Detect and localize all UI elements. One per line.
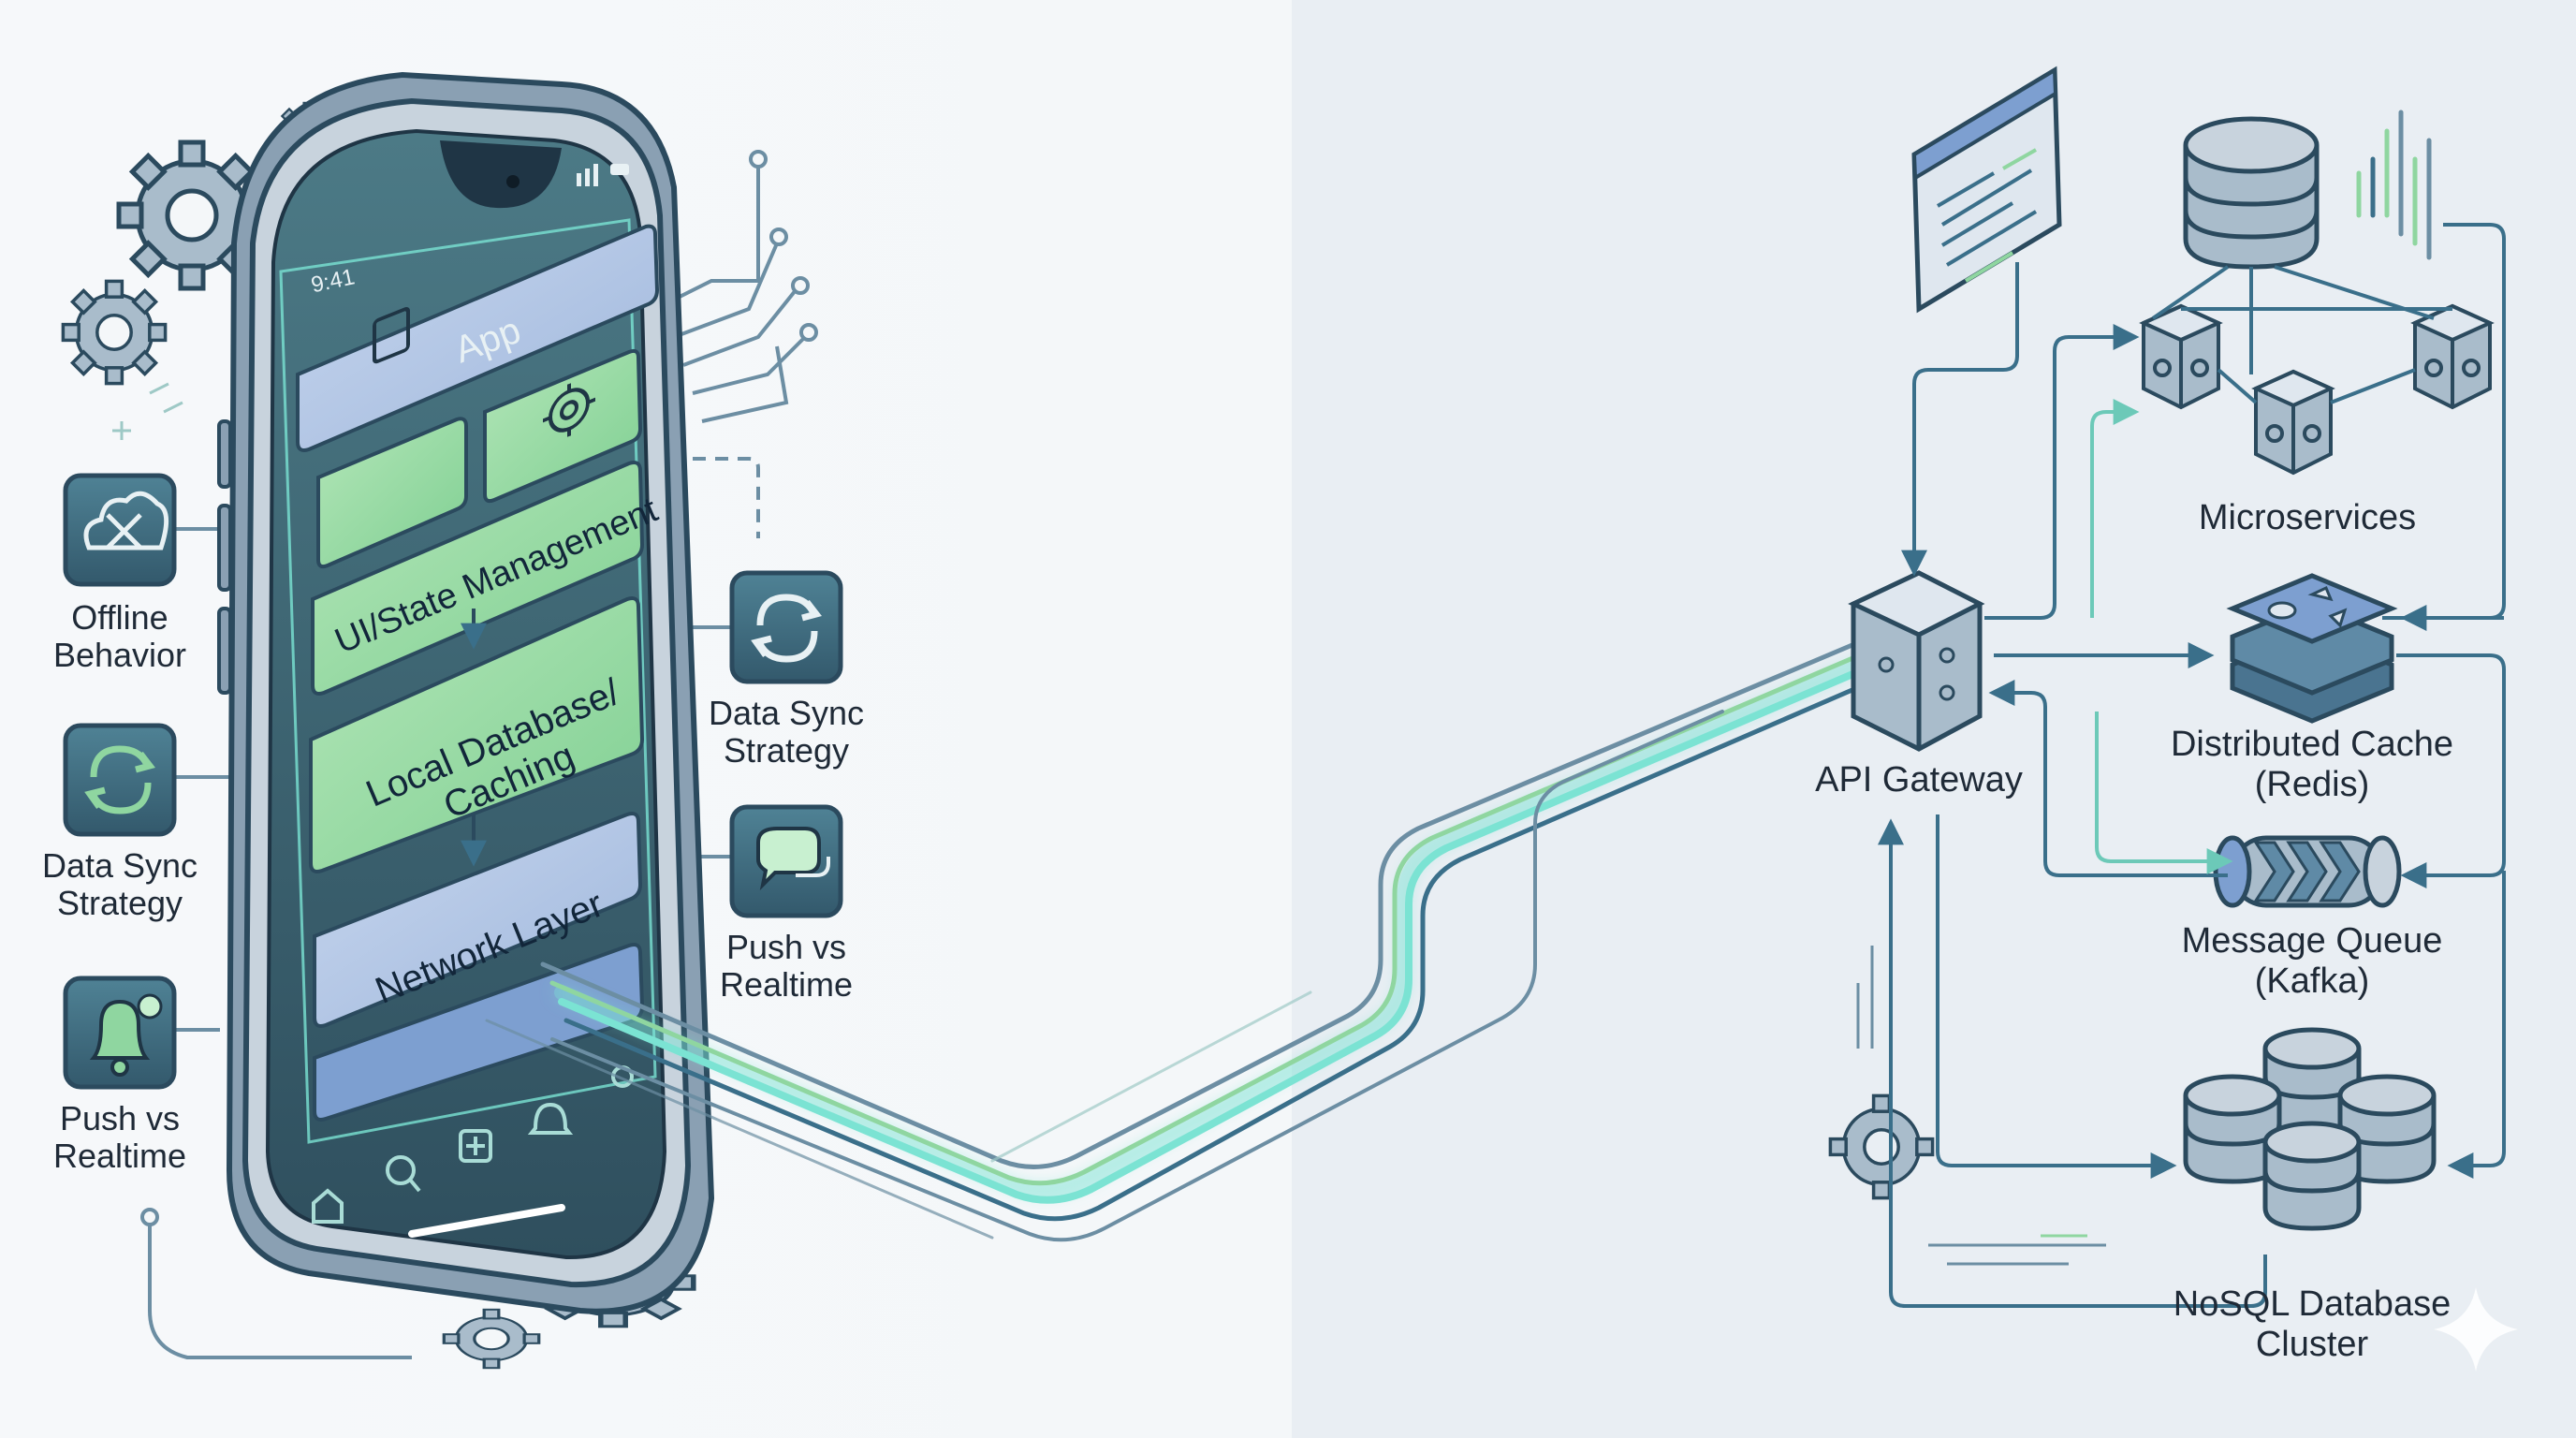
nosql-label: NoSQL Database Cluster xyxy=(2134,1284,2490,1364)
connection-pipe xyxy=(485,634,1892,1242)
offline-feature-box xyxy=(63,473,177,587)
code-window-icon xyxy=(1911,66,2062,314)
queue-label-line1: Message Queue xyxy=(2181,921,2443,961)
microservices-label: Microservices xyxy=(2198,498,2417,537)
sync-left-feature-box xyxy=(63,723,177,837)
cache-label-line2: (Redis) xyxy=(2254,764,2370,804)
cache-label: Distributed Cache (Redis) xyxy=(2134,725,2490,804)
api-gateway-label: API Gateway xyxy=(1815,760,2023,800)
layer-tile-right xyxy=(483,348,643,504)
sync-right-label-line1: Data Sync xyxy=(708,694,865,732)
chat-bubbles-icon xyxy=(756,827,830,891)
gear-icon xyxy=(543,383,595,437)
sync-right-label-line2: Strategy xyxy=(723,731,850,770)
sync-left-label-line1: Data Sync xyxy=(41,846,198,885)
queue-label-line2: (Kafka) xyxy=(2254,961,2370,1001)
database-icon xyxy=(2183,116,2320,270)
push-left-feature-box xyxy=(63,976,177,1090)
sync-left-label-line2: Strategy xyxy=(56,884,183,923)
home-icon xyxy=(312,1188,344,1224)
sparkle-icon xyxy=(2434,1287,2518,1372)
home-indicator xyxy=(408,1204,565,1238)
cache-label-line1: Distributed Cache xyxy=(2170,725,2454,764)
cloud-offline-icon xyxy=(83,491,169,550)
microservice-cube xyxy=(2139,303,2495,476)
push-right-label: Push vs Realtime xyxy=(683,928,889,1005)
push-left-label-line1: Push vs xyxy=(59,1099,181,1137)
push-left-label-line2: Realtime xyxy=(52,1137,187,1176)
push-right-label-line2: Realtime xyxy=(719,965,854,1005)
nosql-label-line2: Cluster xyxy=(2255,1324,2369,1364)
api-gateway-cube xyxy=(1848,570,1985,752)
queue-label: Message Queue (Kafka) xyxy=(2134,921,2490,1001)
push-right-label-line1: Push vs xyxy=(725,928,847,966)
push-right-feature-box xyxy=(729,804,843,918)
copy-icon xyxy=(373,306,410,364)
sync-left-label: Data Sync Strategy xyxy=(17,846,223,923)
push-left-label: Push vs Realtime xyxy=(17,1099,223,1176)
smartphone xyxy=(217,71,715,1314)
offline-label-line2: Behavior xyxy=(52,636,187,675)
layer-local-database xyxy=(309,596,645,873)
search-icon xyxy=(386,1155,421,1193)
sync-icon xyxy=(84,745,155,814)
layer-network xyxy=(313,812,643,1028)
plus-square-icon xyxy=(459,1129,492,1163)
kafka-queue-icon xyxy=(2213,835,2402,908)
app-header-bar xyxy=(296,224,660,452)
bell-icon xyxy=(89,993,163,1077)
sync-right-feature-box xyxy=(729,570,843,684)
layer-tile-left xyxy=(316,417,468,569)
sync-right-label: Data Sync Strategy xyxy=(683,694,889,770)
layer-ui-state xyxy=(311,461,645,696)
bell-icon xyxy=(527,1102,574,1135)
nosql-cluster-icon xyxy=(2183,1027,2437,1231)
offline-label-line1: Offline xyxy=(71,598,168,637)
nosql-label-line1: NoSQL Database xyxy=(2173,1284,2452,1324)
redis-stack-icon xyxy=(2226,573,2398,724)
offline-label: Offline Behavior xyxy=(26,598,213,675)
sync-icon xyxy=(751,594,822,663)
